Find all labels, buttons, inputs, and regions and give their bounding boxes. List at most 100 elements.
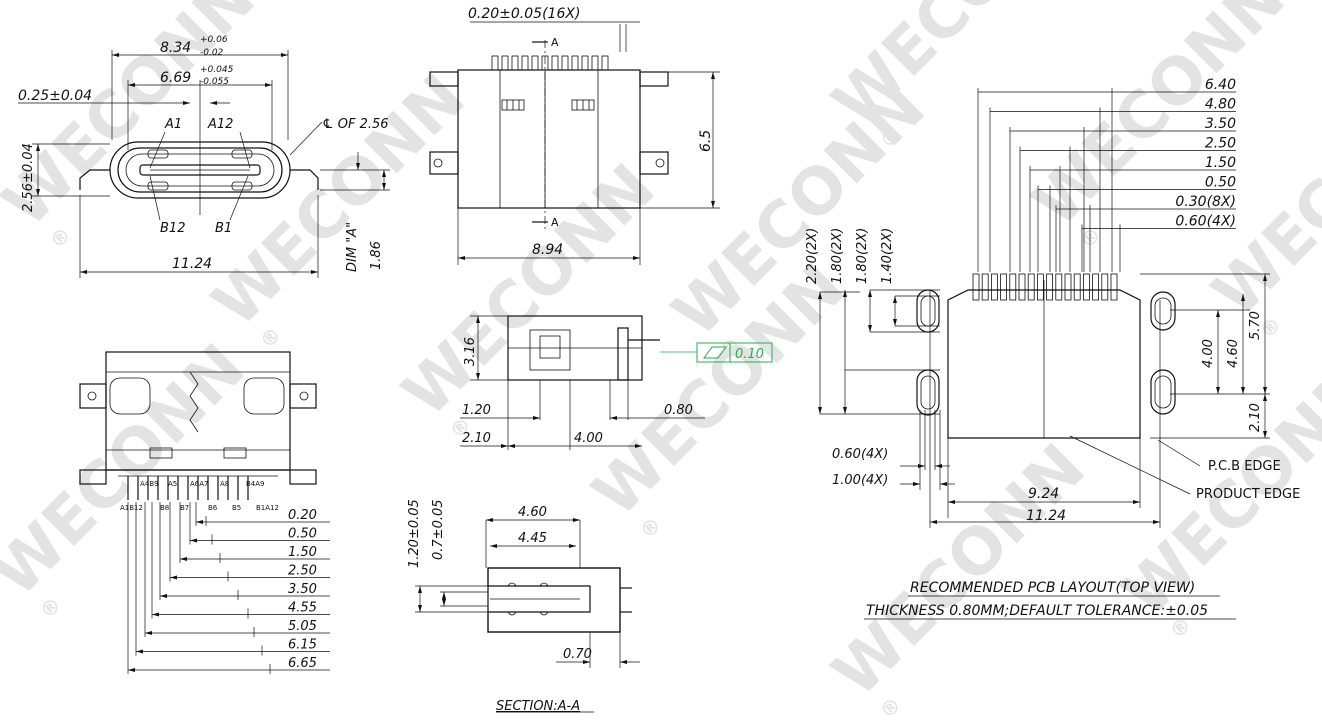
bottom-pin-label-top: A6A7 (190, 480, 208, 488)
pcb-title: RECOMMENDED PCB LAYOUT(TOP VIEW) (910, 580, 1195, 596)
pcb-dim-060: 0.60(4X) (832, 447, 888, 462)
top-dim-pitch: 0.20±0.05(16X) (468, 6, 580, 22)
watermark-text: WECONN (0, 331, 260, 612)
top-view-pin (491, 55, 499, 71)
section-title: SECTION:A-A (496, 699, 580, 714)
pcb-pad (1000, 273, 1007, 301)
front-dim-inner: 6.69 (160, 70, 191, 86)
bottom-pin-label-top: A8 (220, 480, 229, 488)
pcb-dim-left-2: 1.80(2X) (830, 228, 845, 284)
pcb-pad (1055, 273, 1063, 301)
bottom-dim-value: 5.05 (288, 619, 317, 634)
top-view-pin (591, 55, 599, 71)
watermark-text: WECONN (199, 61, 480, 342)
pcb-dim-right-400: 4.00 (1201, 339, 1216, 368)
pcb-dim-100: 1.00(4X) (832, 473, 888, 488)
top-view-pin (601, 55, 609, 71)
pcb-pad (1027, 273, 1035, 301)
top-view-pin (501, 55, 509, 71)
front-dim-overall: 11.24 (172, 256, 212, 272)
bottom-dim-value: 0.50 (288, 527, 317, 542)
front-dim-height: 2.56±0.04 (21, 143, 36, 212)
pcb-pad (1018, 273, 1026, 301)
pin-label-b1: B1 (215, 221, 232, 236)
side-dim-400: 4.00 (574, 431, 603, 446)
centerline-label: ℄ OF 2.56 (322, 117, 389, 132)
pcb-dim-right-210: 2.10 (1248, 403, 1263, 432)
top-view-pin (511, 55, 519, 71)
pcb-pad (1101, 273, 1109, 301)
section-mark-bottom: A (551, 216, 559, 229)
side-dim-080: 0.80 (664, 403, 693, 418)
bottom-dim-value: 6.65 (288, 656, 317, 671)
pcb-pad (981, 273, 989, 301)
section-mark-top: A (551, 36, 559, 49)
pcb-pad (1110, 273, 1118, 301)
pcb-dim-1124: 11.24 (1026, 508, 1066, 524)
watermark-text: WECONN (389, 151, 670, 432)
section-dim-120: 1.20±0.05 (407, 499, 422, 568)
side-dim-120: 1.20 (462, 403, 491, 418)
front-tol-inner-plus: +0.045 (200, 65, 234, 75)
pcb-top-dim-value: 0.30(8X) (1175, 194, 1236, 210)
pcb-left-dims: 2.20(2X) 1.80(2X) 1.80(2X) 1.40(2X) (805, 228, 940, 415)
dim-a-label: DIM "A" (345, 222, 360, 272)
pcb-pad (991, 273, 998, 301)
pcb-pad (1064, 273, 1072, 301)
pcb-top-dim-value: 2.50 (1205, 136, 1236, 152)
pcb-edge-label: P.C.B EDGE (1208, 459, 1281, 474)
pcb-top-dim-value: 6.40 (1205, 77, 1236, 93)
bottom-dim-value: 6.15 (288, 638, 317, 653)
front-tol-top-minus: -0.02 (200, 48, 224, 58)
bottom-pin-label-top: B4A9 (246, 480, 265, 488)
side-view: 3.16 1.20 0.80 2.10 4.00 0.10 (460, 315, 773, 450)
pcb-pads (972, 273, 1118, 301)
top-view-pin (531, 55, 539, 71)
product-edge-label: PRODUCT EDGE (1196, 487, 1300, 502)
pcb-dim-left-3: 1.80(2X) (855, 228, 870, 284)
top-dim-height: 6.5 (698, 130, 714, 152)
pcb-pad (1009, 273, 1017, 301)
pin-label-a1: A1 (164, 117, 182, 132)
bottom-pin-label-top: A4B9 (140, 480, 159, 488)
top-view-pin (521, 55, 529, 71)
dim-a-value: 1.86 (369, 241, 384, 270)
bottom-pin-label-bottom: B1A12 (256, 504, 279, 512)
section-dim-070: 0.70 (563, 647, 592, 662)
bottom-view-dims: 0.200.501.502.503.504.555.056.156.65 (127, 502, 330, 674)
pcb-dim-left-4: 1.40(2X) (880, 228, 895, 284)
bottom-pin-label-bottom: B6 (208, 504, 218, 512)
watermark-text: WECONN (1019, 0, 1300, 241)
pcb-right-dims: 4.00 4.60 5.70 2.10 (1140, 273, 1270, 439)
front-view: 8.34 +0.06 -0.02 6.69 +0.045 -0.055 0.25… (18, 35, 390, 278)
pcb-pad (1046, 273, 1053, 301)
section-dim-07: 0.7±0.05 (431, 499, 446, 560)
pcb-top-dim-value: 1.50 (1205, 155, 1236, 171)
bottom-pin-label-top: A5 (168, 480, 177, 488)
pcb-pad (972, 273, 980, 301)
pcb-top-dim-value: 3.50 (1205, 116, 1236, 132)
pcb-pad (1092, 273, 1099, 301)
pcb-dim-924: 9.24 (1028, 486, 1059, 502)
pcb-top-dims: 6.404.803.502.501.500.500.30(8X)0.60(4X) (977, 77, 1236, 272)
bottom-pin-label-bottom: B8 (160, 504, 169, 512)
pcb-dim-left-1: 2.20(2X) (805, 228, 820, 284)
pcb-subtitle: THICKNESS 0.80MM;DEFAULT TOLERANCE:±0.05 (866, 603, 1208, 619)
front-dim-width-top: 8.34 (160, 40, 191, 56)
pcb-layout: 6.404.803.502.501.500.500.30(8X)0.60(4X)… (805, 77, 1300, 620)
section-a-a: 4.60 4.45 1.20±0.05 0.7±0.05 0.70 SECTIO… (407, 499, 640, 714)
top-view-pins (491, 55, 609, 71)
pcb-dim-right-570: 5.70 (1248, 311, 1263, 340)
front-dim-tongue: 0.25±0.04 (18, 88, 92, 104)
bottom-dim-value: 1.50 (288, 545, 317, 560)
bottom-pin-label-bottom: A1B12 (120, 504, 143, 512)
bottom-dim-value: 4.55 (288, 601, 317, 616)
bottom-dim-value: 2.50 (288, 564, 317, 579)
top-view-pin (581, 55, 589, 71)
pin-label-a12: A12 (207, 117, 233, 132)
front-tol-inner-minus: -0.055 (200, 77, 229, 87)
front-tol-top-plus: +0.06 (200, 35, 228, 45)
pcb-top-dim-value: 0.60(4X) (1175, 214, 1236, 230)
top-view: A A 0.20±0.05(16X) 6.5 8.94 (429, 6, 720, 265)
